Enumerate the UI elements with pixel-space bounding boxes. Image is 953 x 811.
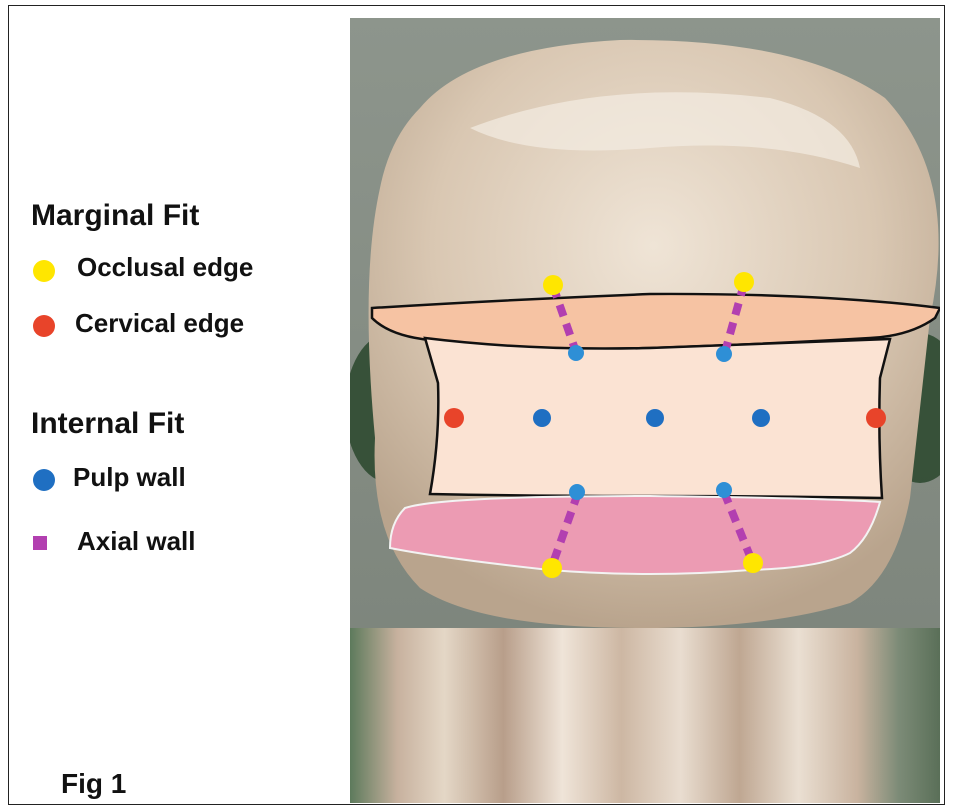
occlusal-marker [743, 553, 763, 573]
pulp-marker [569, 484, 585, 500]
pulp-marker [716, 346, 732, 362]
marginal-fit-heading: Marginal Fit [31, 199, 199, 233]
pulp-marker [568, 345, 584, 361]
occlusal-edge-label: Occlusal edge [77, 252, 253, 283]
occlusal-marker [543, 275, 563, 295]
internal-fit-heading: Internal Fit [31, 407, 184, 441]
purple-square-icon [33, 536, 47, 550]
figure-label: Fig 1 [61, 768, 126, 800]
pulp-wall-label: Pulp wall [73, 462, 186, 493]
cervical-marker [444, 408, 464, 428]
yellow-dot-icon [33, 260, 55, 282]
tooth-specimen-illustration [350, 18, 940, 803]
axial-wall-label: Axial wall [77, 526, 196, 557]
pulp-marker [646, 409, 664, 427]
blue-dot-icon [33, 469, 55, 491]
pulp-marker [716, 482, 732, 498]
occlusal-marker [542, 558, 562, 578]
pulp-marker [752, 409, 770, 427]
occlusal-marker [734, 272, 754, 292]
pulp-marker [533, 409, 551, 427]
cervical-edge-label: Cervical edge [75, 308, 244, 339]
red-dot-icon [33, 315, 55, 337]
photo-stretched-bottom [350, 628, 940, 803]
cervical-marker [866, 408, 886, 428]
